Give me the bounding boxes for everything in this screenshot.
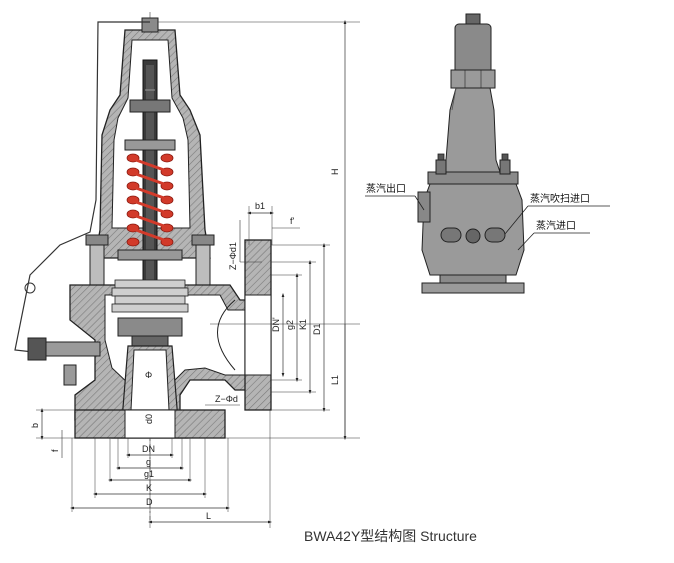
ext-cap	[454, 23, 492, 75]
ext-neck	[439, 274, 507, 284]
upper-spring-plate	[124, 139, 176, 151]
dim-b1: b1	[255, 201, 265, 211]
adjusting-nut	[129, 99, 171, 113]
label-steam-inlet: 蒸汽进口	[536, 219, 576, 232]
wire-ring	[24, 282, 36, 294]
section-view: H L1 D1 K1 g2 DN' b1 f' Z−Φd1	[14, 12, 360, 528]
ext-bonnet	[443, 87, 501, 173]
ext-purge-port	[440, 227, 462, 243]
lower-spring-plate	[117, 249, 183, 261]
disc	[131, 335, 169, 347]
dim-dn-prime: DN'	[271, 317, 281, 332]
inlet-bore	[124, 409, 176, 439]
bellows	[111, 279, 189, 313]
dim-g2: g2	[285, 320, 295, 330]
dim-zd1: Z−Φd1	[228, 242, 238, 270]
dim-phi: Φ	[145, 370, 152, 380]
spring	[126, 153, 174, 247]
dim-f-prime: f'	[290, 216, 295, 226]
dim-k1: K1	[298, 319, 308, 330]
dim-dn: DN	[142, 444, 155, 454]
dim-zd: Z−Φd	[215, 394, 238, 404]
dim-k: K	[146, 483, 152, 493]
figure-caption: BWA42Y型结构图 Structure	[304, 528, 477, 544]
dim-b: b	[30, 423, 40, 428]
dim-l1: L1	[330, 375, 340, 385]
lifting-wire	[14, 21, 150, 356]
outlet-arc	[217, 299, 236, 371]
label-steam-purge-inlet: 蒸汽吹扫进口	[530, 192, 590, 205]
ext-plug	[465, 228, 481, 244]
dim-h: H	[330, 169, 340, 176]
exterior-view: 蒸汽出口 蒸汽吹扫进口 蒸汽进口	[365, 13, 610, 294]
purge-fitting	[27, 337, 47, 361]
ext-bolt	[499, 159, 511, 175]
disc-holder	[117, 317, 183, 337]
dim-d0: d0	[144, 414, 154, 424]
bolt-nut-right	[191, 234, 215, 246]
ext-bolt-cap	[501, 153, 509, 161]
outlet-bore	[244, 294, 272, 376]
dim-d1: D1	[312, 323, 322, 335]
ext-outlet-flange	[417, 191, 431, 223]
dim-g: g	[146, 457, 151, 467]
dim-f: f	[50, 449, 60, 452]
ext-purge-port	[484, 227, 506, 243]
ext-inlet-flange	[421, 282, 525, 294]
spring-links	[135, 158, 165, 242]
purge-valve	[63, 364, 77, 386]
ext-bolt	[435, 159, 447, 175]
label-steam-outlet: 蒸汽出口	[366, 182, 406, 195]
dim-d: D	[146, 497, 153, 507]
dim-g1: g1	[144, 469, 154, 479]
cap-top	[141, 17, 159, 33]
bolt-nut-left	[85, 234, 109, 246]
ext-cap-top	[465, 13, 481, 25]
ext-bolt-cap	[437, 153, 445, 161]
dim-l: L	[206, 511, 211, 521]
ext-locknut	[450, 69, 496, 89]
